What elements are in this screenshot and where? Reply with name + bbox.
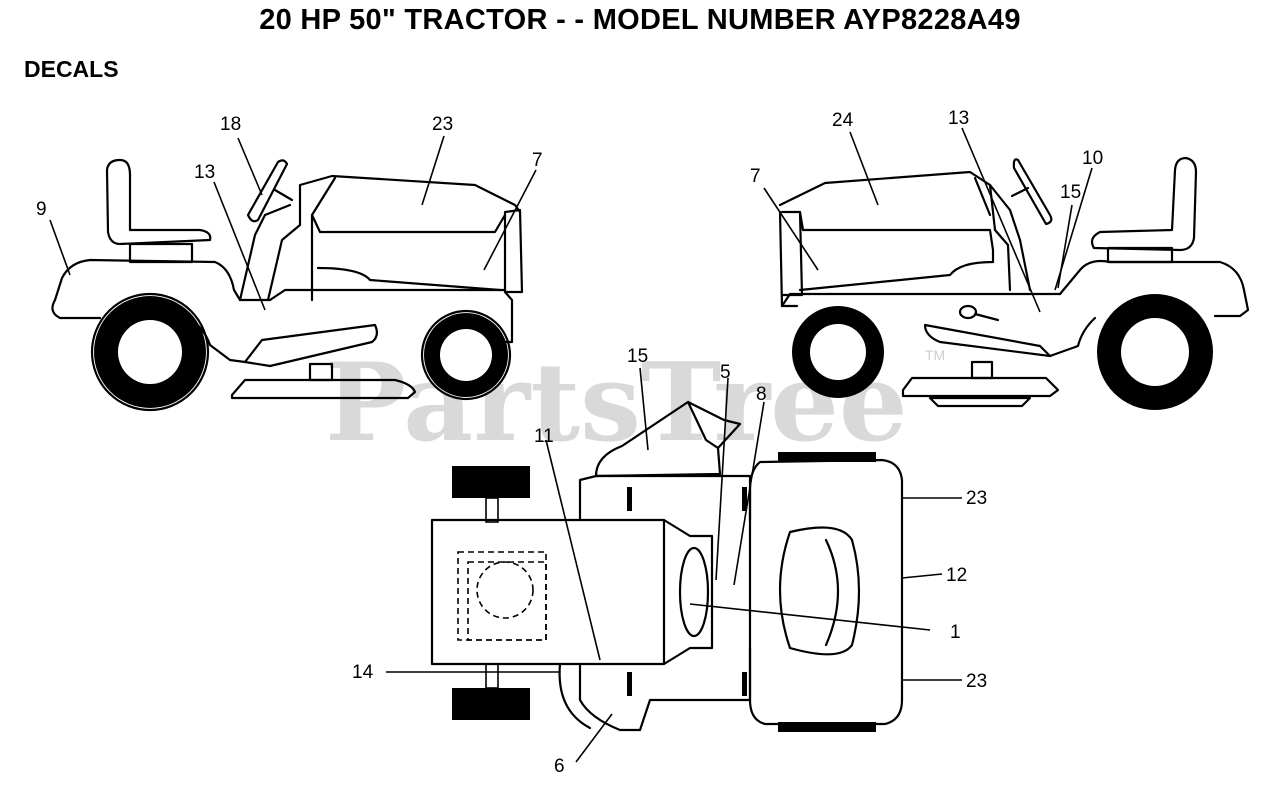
callout-6: 6 bbox=[554, 756, 565, 777]
callout-23: 23 bbox=[966, 671, 987, 692]
callout-1: 1 bbox=[950, 622, 961, 643]
top-view: 15 11 5 8 23 12 1 23 14 6 bbox=[352, 346, 987, 777]
callout-23: 23 bbox=[966, 488, 987, 509]
diagram-title: 20 HP 50" TRACTOR - - MODEL NUMBER AYP82… bbox=[259, 4, 1021, 36]
callout-23: 23 bbox=[432, 114, 453, 135]
callout-7: 7 bbox=[750, 166, 761, 187]
callout-9: 9 bbox=[36, 199, 47, 220]
left-side-view: 9 18 13 23 7 bbox=[36, 114, 543, 412]
callout-12: 12 bbox=[946, 565, 967, 586]
callout-11: 11 bbox=[534, 426, 554, 447]
callout-5: 5 bbox=[720, 362, 731, 383]
callout-18: 18 bbox=[220, 114, 241, 135]
callout-7: 7 bbox=[532, 150, 543, 171]
section-label: DECALS bbox=[24, 56, 119, 82]
callout-15: 15 bbox=[627, 346, 648, 367]
callout-10: 10 bbox=[1082, 148, 1103, 169]
callout-14: 14 bbox=[352, 662, 374, 683]
callout-8: 8 bbox=[756, 384, 767, 405]
callout-24: 24 bbox=[832, 110, 854, 131]
callout-15: 15 bbox=[1060, 182, 1081, 203]
callout-13: 13 bbox=[948, 108, 969, 129]
callout-13: 13 bbox=[194, 162, 215, 183]
right-side-view: 7 24 13 10 15 bbox=[750, 108, 1250, 410]
watermark-trademark: TM bbox=[925, 347, 945, 363]
